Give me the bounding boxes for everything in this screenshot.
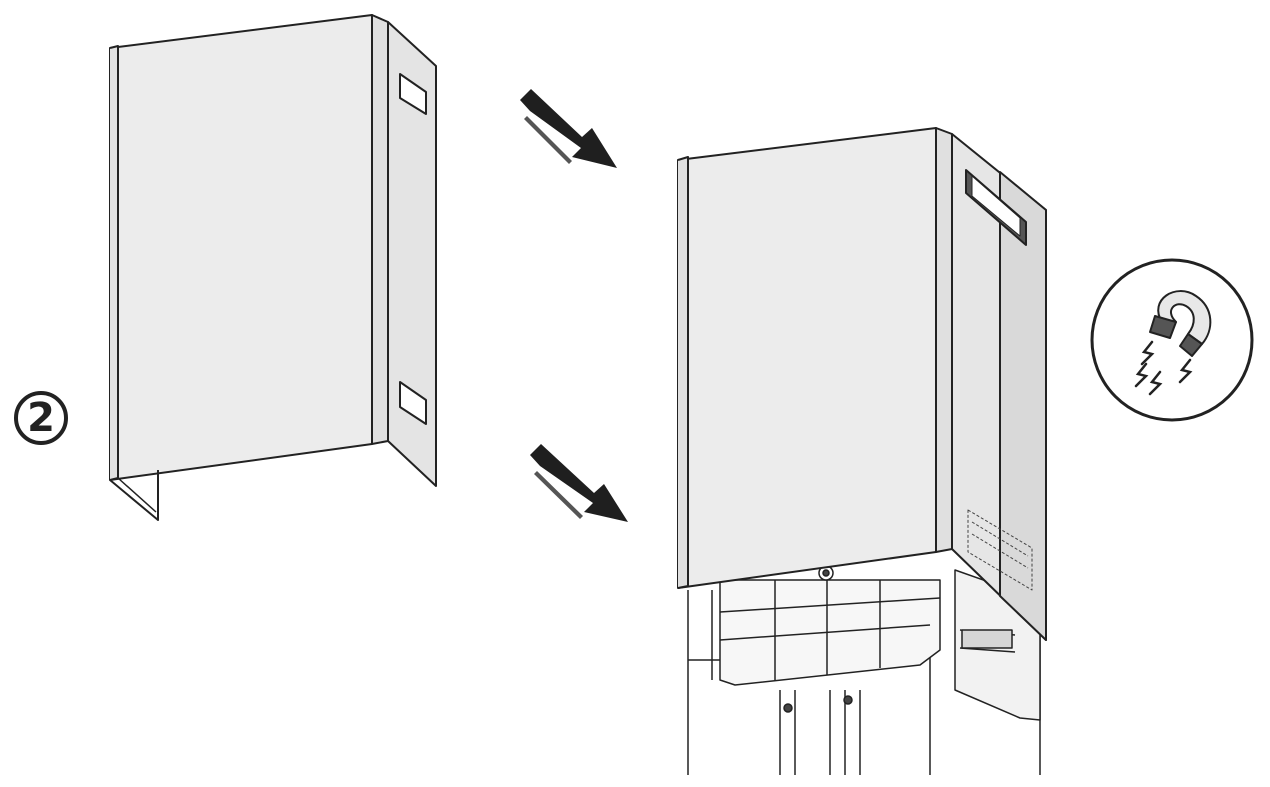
step-number-badge: 2 [8,393,74,443]
magnet-badge-circle [1090,258,1254,422]
cover-slot-bottom [399,381,427,425]
unit-side-strip [999,171,1047,641]
step-number: 2 [27,395,55,441]
arrow-bottom [530,444,628,522]
cover-front-face [109,14,373,481]
cover-bottom-lip [109,470,159,521]
cover-slot-top [399,73,427,115]
cover-bottom-lip-2 [117,477,157,513]
arrow-top [520,89,617,168]
loose-cover-panel [109,14,437,521]
step-circle [14,391,68,445]
unit-side-label-area [967,509,1033,591]
magnet-icon [1149,290,1212,357]
unit-corner-fold [935,127,953,553]
magnetic-spark-icons [1134,340,1193,396]
unit-front-face [677,127,937,589]
unit-chassis [711,565,1041,721]
cover-left-edge [109,45,119,481]
cover-side-face [387,21,437,487]
cover-right-fold [371,14,389,445]
installed-unit [677,127,1047,775]
unit-front-left-edge [677,156,689,589]
magnet-badge [1090,258,1254,422]
